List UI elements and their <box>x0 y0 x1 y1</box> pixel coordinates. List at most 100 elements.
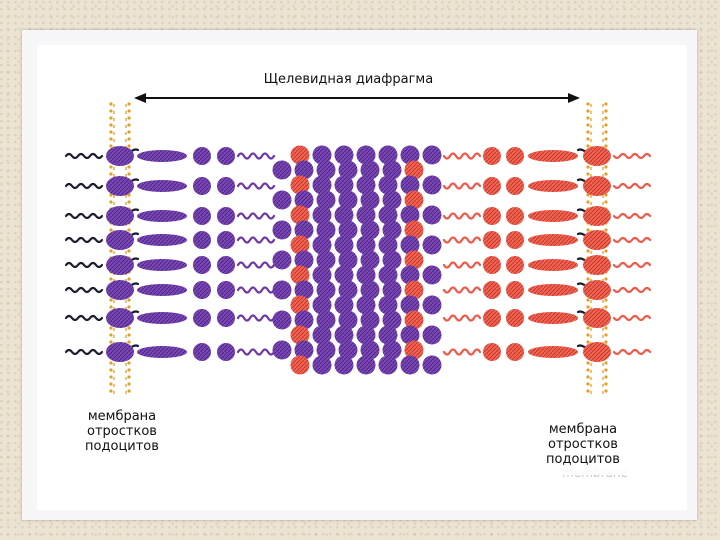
purple-zipper-bead <box>400 295 420 315</box>
lipid-head <box>127 298 131 302</box>
purple-zipper-bead <box>382 220 402 240</box>
strand-tail <box>236 212 276 220</box>
lipid-head <box>127 116 131 120</box>
purple-zipper-bead <box>338 190 358 210</box>
lipid-head <box>109 340 113 344</box>
lipid-head <box>127 130 131 134</box>
red-elongated-domain <box>528 284 578 296</box>
lipid-head <box>604 340 608 344</box>
strand-tail <box>442 261 482 269</box>
lipid-head <box>127 165 131 169</box>
left-label-line-1: мембрана <box>87 409 157 424</box>
red-bead <box>483 343 501 361</box>
title-label: Щелевидная диафрагма <box>187 67 510 93</box>
purple-zipper-bead <box>334 325 354 345</box>
purple-anchor-domain <box>106 255 134 275</box>
lipid-head <box>109 144 113 148</box>
purple-zipper-bead <box>294 280 314 300</box>
right-label-line-3: подоцитов <box>546 452 620 467</box>
purple-elongated-domain <box>137 234 187 246</box>
left-membrane-label: мембрана отростков подоцитов <box>60 404 184 464</box>
purple-bead <box>193 207 211 225</box>
purple-zipper-bead <box>400 325 420 345</box>
red-bead <box>483 147 501 165</box>
purple-bead <box>217 177 235 195</box>
purple-zipper-bead <box>272 220 292 240</box>
strand-tail <box>612 182 652 190</box>
purple-anchor-domain <box>106 308 134 328</box>
lipid-head <box>586 172 590 176</box>
lipid-head <box>586 298 590 302</box>
red-elongated-domain <box>528 312 578 324</box>
purple-zipper-bead <box>400 205 420 225</box>
red-bead <box>483 309 501 327</box>
purple-zipper-bead <box>338 250 358 270</box>
lipid-head <box>127 361 131 365</box>
lipid-head <box>127 340 131 344</box>
purple-zipper-bead <box>312 235 332 255</box>
strand-tail <box>612 348 652 356</box>
purple-zipper-bead <box>294 310 314 330</box>
purple-zipper-bead <box>400 145 420 165</box>
strand-tail <box>612 286 652 294</box>
lipid-head <box>127 109 131 113</box>
purple-zipper-bead <box>378 295 398 315</box>
purple-zipper-bead <box>382 160 402 180</box>
lipid-head <box>604 193 608 197</box>
strand-tail <box>442 182 482 190</box>
strand-tail <box>64 286 104 294</box>
purple-zipper-bead <box>312 295 332 315</box>
red-zipper-bead <box>404 340 424 360</box>
red-anchor-domain <box>583 206 611 226</box>
lipid-head <box>604 277 608 281</box>
lipid-head <box>127 102 131 106</box>
strand-tail <box>442 314 482 322</box>
lipid-head <box>586 305 590 309</box>
purple-anchor-domain <box>106 176 134 196</box>
purple-zipper-bead <box>338 280 358 300</box>
purple-bead <box>217 256 235 274</box>
lipid-head <box>127 200 131 204</box>
right-membrane-label: мембрана отростков подоцитов <box>508 419 658 475</box>
lipid-head <box>586 116 590 120</box>
lipid-head <box>109 249 113 253</box>
strand-tail <box>64 182 104 190</box>
purple-bead <box>193 177 211 195</box>
purple-zipper-bead <box>422 265 442 285</box>
purple-bead <box>193 309 211 327</box>
purple-zipper-bead <box>400 235 420 255</box>
red-zipper-bead <box>404 190 424 210</box>
lipid-head <box>127 277 131 281</box>
purple-anchor-domain <box>106 342 134 362</box>
lipid-head <box>109 137 113 141</box>
lipid-head <box>604 305 608 309</box>
strand-tail <box>612 261 652 269</box>
purple-zipper-bead <box>316 310 336 330</box>
purple-zipper-bead <box>360 280 380 300</box>
red-bead <box>506 147 524 165</box>
lipid-head <box>109 333 113 337</box>
right-label-line-2: отростков <box>548 437 618 452</box>
strand-tail <box>442 348 482 356</box>
lipid-head <box>586 326 590 330</box>
purple-zipper-bead <box>382 310 402 330</box>
purple-bead <box>193 147 211 165</box>
purple-zipper-bead <box>360 160 380 180</box>
purple-zipper-bead <box>378 175 398 195</box>
lipid-head <box>604 137 608 141</box>
lipid-head <box>109 200 113 204</box>
lipid-head <box>586 277 590 281</box>
purple-zipper-bead <box>294 250 314 270</box>
strand-tail <box>64 212 104 220</box>
purple-zipper-bead <box>338 220 358 240</box>
right-label-line-1: мембрана <box>548 422 618 437</box>
purple-zipper-bead <box>272 280 292 300</box>
strand-tail <box>612 236 652 244</box>
lipid-head <box>127 137 131 141</box>
lipid-head <box>604 172 608 176</box>
red-zipper-bead <box>290 295 310 315</box>
purple-zipper-bead <box>400 355 420 375</box>
purple-zipper-bead <box>360 340 380 360</box>
purple-zipper-bead <box>334 355 354 375</box>
